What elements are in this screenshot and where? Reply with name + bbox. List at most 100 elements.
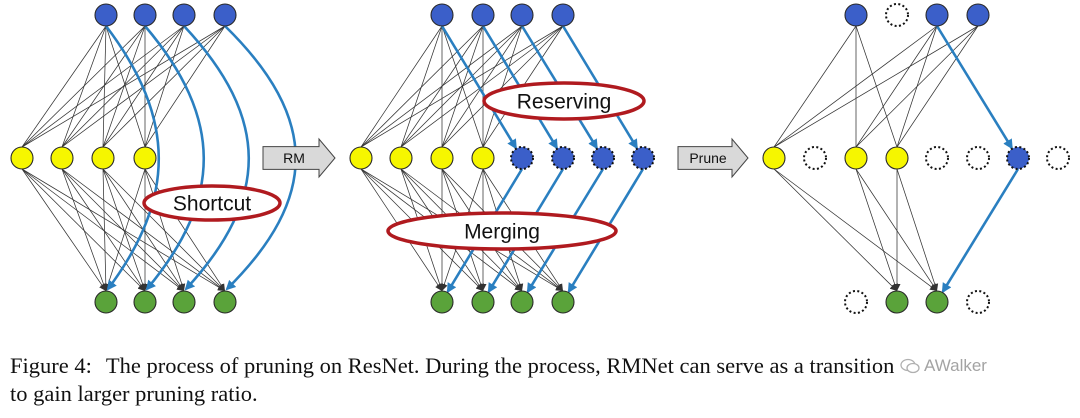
figure-caption: Figure 4: The process of pruning on ResNe… [10,352,1070,408]
caption-line-2: to gain larger pruning ratio. [10,381,258,406]
rmnet-bottom-node [471,290,495,314]
rmnet-middle-node [349,146,373,170]
pruned-middle-node [803,146,827,170]
reserving-label-ellipse [482,81,646,121]
rmnet-edge-top-mid [360,25,484,148]
pruned-edge-mid-bot [773,168,937,292]
rmnet-top-node [510,3,534,27]
resnet-bottom-node [133,290,157,314]
watermark: AWalker [900,352,987,380]
resnet-edge-top-mid [21,25,107,148]
rm-arrow-text: RM [283,150,305,166]
pruned-edge-top-mid [855,25,979,148]
rmnet-top-node [430,3,454,27]
resnet-edge-top-mid [21,25,146,148]
resnet-edge-top-mid [102,25,107,148]
pruned-bottom-node [925,290,949,314]
rmnet-edge-top-mid [360,25,443,148]
resnet-top-node [172,3,196,27]
rm-arrow-shape [262,137,336,179]
pruned-edge-top-mid [773,25,938,148]
pruned-edge-mid-bot [896,168,939,292]
pruned-bottom-node [966,290,990,314]
shortcut-label-ellipse [142,184,282,222]
resnet-edge-mid-bot [61,168,184,292]
resnet-edge-mid-bot [104,168,146,292]
prune-arrow-shape [677,137,749,179]
pruned-middle-node [966,146,990,170]
resnet-middle-node [133,146,157,170]
rmnet-middle-node [389,146,413,170]
pruned-middle-node [925,146,949,170]
rmnet-bottom-node [430,290,454,314]
watermark-text: AWalker [924,356,987,375]
chat-bubble-icon [900,358,920,374]
reserving-edge [440,25,517,150]
resnet-middle-node [10,146,34,170]
rmnet-top-node [471,3,495,27]
caption-label: Figure 4: [10,353,92,378]
resnet-edge-top-mid [105,25,146,148]
pruned-middle-node [1006,146,1030,170]
resnet-edge-mid-bot [61,168,145,291]
merging-label-text: Merging [464,220,540,243]
pruned-edge-mid-bot [855,168,899,291]
pruned-top-node [966,3,990,27]
resnet-edge-mid-bot [102,168,110,292]
rmnet-middle-node [631,146,655,170]
rmnet-edge-top-mid [400,25,564,148]
rmnet-middle-node [510,146,534,170]
pruned-edge-mid-bot [773,168,898,291]
resnet-top-node [213,3,237,27]
resnet-top-node [133,3,157,27]
resnet-bottom-node [172,290,196,314]
pruned-edge-top-mid [773,25,979,148]
resnet-edge-mid-bot [61,168,107,291]
resnet-edge-mid-bot [102,168,147,292]
nodes-layer [10,3,1070,314]
resnet-middle-node [50,146,74,170]
rmnet-bottom-node [551,290,575,314]
pruned-middle-node [885,146,909,170]
resnet-edge-mid-bot [102,168,225,292]
shortcut-curve [104,25,161,291]
pruned-edge-mid-bot [855,168,938,291]
rmnet-edge-top-mid [360,25,564,148]
resnet-edge-mid-bot [21,168,145,291]
shortcut-label-text: Shortcut [173,192,251,215]
prune-arrow-text: Prune [689,150,727,166]
caption-text-1: The process of pruning on ResNet. During… [105,353,895,378]
pruned-top-node [844,3,868,27]
pruned-top-node [925,3,949,27]
rmnet-middle-node [551,146,575,170]
resnet-edge-mid-bot [21,168,185,292]
resnet-top-node [94,3,118,27]
caption-line-1: Figure 4: The process of pruning on ResNe… [10,352,1070,380]
resnet-bottom-node [213,290,237,314]
resnet-edge-mid-bot [21,168,107,292]
merging-label-ellipse [386,211,618,251]
resnet-edge-top-mid [21,25,185,148]
pruned-edge-top-mid [773,25,857,148]
rmnet-middle-node [471,146,495,170]
pruned-edge-top-mid [855,25,938,148]
pruned-edge-top-mid [896,25,979,148]
shortcut-curve [183,25,250,291]
pruned-middle-node [1046,146,1070,170]
resnet-edge-top-mid [102,25,226,148]
pruned-blue-edge [935,25,1013,150]
resnet-edge-mid-bot [144,168,226,292]
pruned-middle-node [762,146,786,170]
rmnet-middle-node [430,146,454,170]
pruned-middle-node [844,146,868,170]
reserving-label-text: Reserving [517,90,612,113]
rmnet-edge-top-mid [360,25,523,148]
resnet-edge-mid-bot [144,168,186,292]
shortcut-curve [144,25,206,291]
pruned-top-node [885,3,909,27]
pruned-bottom-node [844,290,868,314]
resnet-edge-top-mid [21,25,226,148]
resnet-middle-node [91,146,115,170]
pruned-bottom-node [885,290,909,314]
